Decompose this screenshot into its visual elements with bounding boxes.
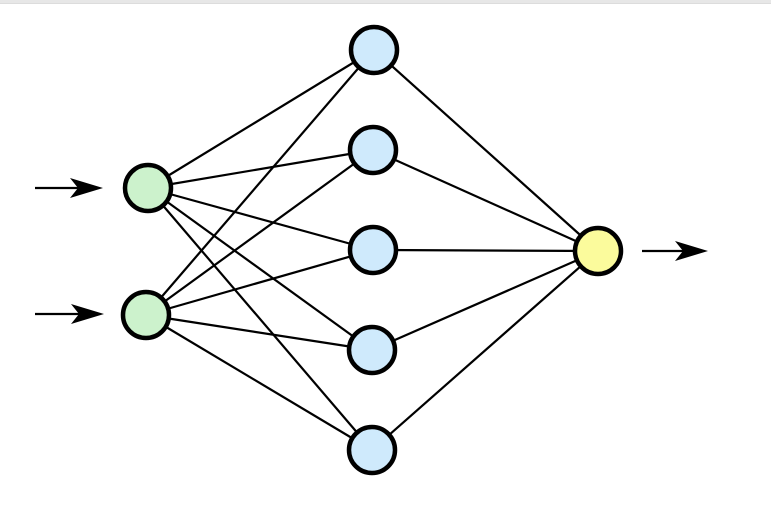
input-arrow-2-head [71,304,104,324]
hidden-4-node [346,324,398,376]
output-1-node [572,225,624,277]
edge-hidden-1-output-1 [373,49,599,252]
window-top-strip [0,0,771,4]
hidden-1-node [348,24,400,76]
hidden-5-node [346,424,398,476]
edge-input-2-hidden-2 [145,149,374,316]
hidden-2-node [347,124,399,176]
edge-hidden-4-output-1 [371,249,599,352]
edge-input-1-hidden-1 [147,49,375,189]
output-arrow-head [675,241,708,261]
edge-hidden-5-output-1 [371,250,599,451]
edge-input-2-hidden-1 [145,49,375,316]
edge-input-2-hidden-3 [145,248,374,317]
edge-hidden-2-output-1 [372,148,599,253]
edge-hidden-3-output-1 [372,248,599,253]
edge-input-1-hidden-4 [147,187,373,351]
edge-input-1-hidden-3 [147,186,374,252]
input-2-node [120,289,172,341]
edge-input-1-hidden-2 [147,148,374,190]
edge-input-2-hidden-5 [145,314,373,451]
edge-input-2-hidden-4 [145,313,373,352]
hidden-3-node [347,224,399,276]
edge-input-1-hidden-5 [147,187,373,451]
input-1-node [122,162,174,214]
input-arrow-1-head [70,178,103,198]
